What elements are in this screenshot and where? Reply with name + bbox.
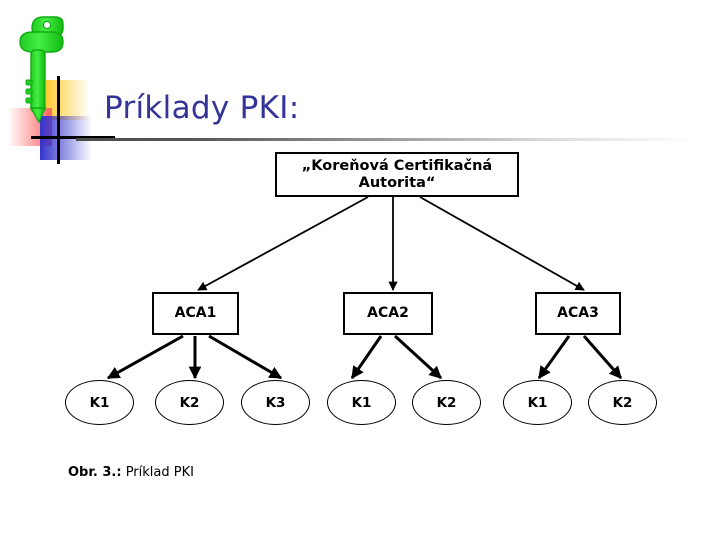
leaf-node[interactable]: K1: [65, 380, 134, 425]
node-aca3[interactable]: ACA3: [535, 292, 621, 335]
edge-group-aca3: [537, 335, 623, 380]
leaf-node[interactable]: K1: [503, 380, 572, 425]
node-aca2[interactable]: ACA2: [343, 292, 433, 335]
node-aca1[interactable]: ACA1: [152, 292, 239, 335]
figure-caption: Obr. 3.: Príklad PKI: [68, 465, 194, 480]
leaf-node[interactable]: K2: [155, 380, 224, 425]
leaf-node[interactable]: K3: [241, 380, 310, 425]
edge-group-aca2: [350, 334, 443, 380]
figure-caption-text: Príklad PKI: [121, 465, 194, 480]
node-root-ca[interactable]: „Koreňová Certifikačná Autorita“: [275, 152, 519, 197]
page-title: Príklady PKI:: [104, 90, 300, 126]
title-divider: [76, 138, 720, 141]
edge-group-root: [197, 196, 585, 291]
leaf-node[interactable]: K2: [588, 380, 657, 425]
figure-caption-number: Obr. 3.:: [68, 465, 122, 480]
leaf-node[interactable]: K2: [412, 380, 481, 425]
edge-group-aca1: [106, 334, 283, 380]
leaf-node[interactable]: K1: [327, 380, 396, 425]
